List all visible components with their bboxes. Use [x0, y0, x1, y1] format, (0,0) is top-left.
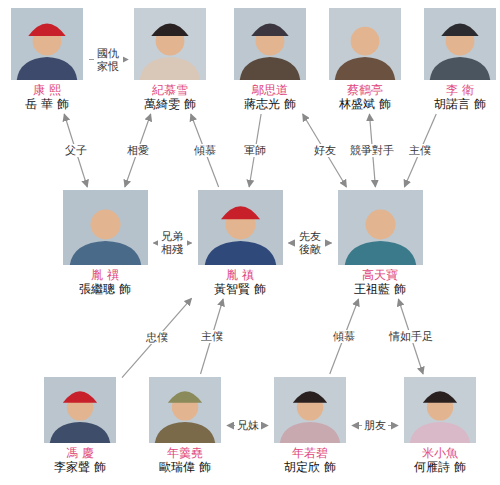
character-card: 紀慕雪萬綺雯 飾 [131, 8, 209, 111]
portrait [63, 190, 148, 265]
actor-name: 李家聲 飾 [54, 460, 106, 474]
portrait [424, 8, 496, 80]
character-name: 康 熙 [33, 83, 61, 97]
character-card: 高天寶王祖藍 飾 [335, 190, 426, 296]
relation-label: 國仇 家恨 [94, 47, 123, 73]
relation-connector [330, 299, 359, 374]
relation-label: 軍師 [242, 144, 268, 157]
relation-connector [303, 114, 347, 187]
portrait [234, 8, 306, 80]
character-card: 康 熙岳 華 飾 [8, 8, 86, 111]
actor-name: 何雁詩 飾 [414, 460, 466, 474]
relation-label: 兄弟 相殘 [158, 230, 187, 256]
relation-label: 朋友 [362, 419, 388, 432]
character-card: 胤 禩張繼聰 飾 [60, 190, 151, 296]
portrait [329, 8, 401, 80]
character-card: 蔡鶴亭林盛斌 飾 [326, 8, 404, 111]
actor-name: 林盛斌 飾 [339, 97, 391, 111]
actor-name: 萬綺雯 飾 [144, 97, 196, 111]
portrait [44, 377, 116, 443]
portrait [11, 8, 83, 80]
relation-connector [125, 114, 151, 187]
actor-name: 黃智賢 飾 [214, 282, 266, 296]
relation-label: 兄妹 [235, 419, 261, 432]
actor-name: 岳 華 飾 [25, 97, 69, 111]
actor-name: 胡定欣 飾 [284, 460, 336, 474]
actor-name: 蔣志光 飾 [244, 97, 296, 111]
relation-connector [404, 114, 436, 187]
relation-label: 競爭對手 [348, 144, 396, 157]
relation-label: 好友 [312, 144, 338, 157]
portrait [338, 190, 423, 265]
actor-name: 王祖藍 飾 [354, 282, 406, 296]
relation-label: 先友 後敵 [295, 230, 324, 256]
character-name: 胤 禛 [226, 268, 254, 282]
character-name: 年羹堯 [167, 446, 203, 460]
character-card: 年若碧胡定欣 飾 [271, 377, 349, 474]
character-name: 蔡鶴亭 [347, 83, 383, 97]
character-card: 李 衛胡諾言 飾 [421, 8, 499, 111]
portrait [274, 377, 346, 443]
relation-label: 相愛 [125, 144, 151, 157]
actor-name: 張繼聰 飾 [79, 282, 131, 296]
relation-label: 主僕 [407, 144, 433, 157]
character-name: 胤 禩 [91, 268, 119, 282]
relation-label: 主僕 [199, 330, 225, 343]
portrait [134, 8, 206, 80]
relation-label: 忠僕 [144, 331, 170, 344]
character-name: 馮 慶 [66, 446, 94, 460]
relation-label: 傾慕 [331, 330, 357, 343]
relation-label: 傾慕 [192, 144, 218, 157]
character-card: 米小魚何雁詩 飾 [401, 377, 479, 474]
portrait [198, 190, 283, 265]
character-card: 鄔思道蔣志光 飾 [231, 8, 309, 111]
character-name: 米小魚 [422, 446, 458, 460]
portrait [404, 377, 476, 443]
character-name: 鄔思道 [252, 83, 288, 97]
character-name: 紀慕雪 [152, 83, 188, 97]
character-name: 李 衛 [446, 83, 474, 97]
character-card: 胤 禛黃智賢 飾 [195, 190, 286, 296]
character-card: 馮 慶李家聲 飾 [41, 377, 119, 474]
relation-connector [191, 114, 219, 187]
relation-label: 情如手足 [387, 330, 435, 343]
relation-label: 父子 [63, 144, 89, 157]
character-card: 年羹堯歐瑞偉 飾 [146, 377, 224, 474]
portrait [149, 377, 221, 443]
character-name: 年若碧 [292, 446, 328, 460]
relation-connector [122, 298, 192, 377]
actor-name: 胡諾言 飾 [434, 97, 486, 111]
actor-name: 歐瑞偉 飾 [159, 460, 211, 474]
character-name: 高天寶 [362, 268, 398, 282]
